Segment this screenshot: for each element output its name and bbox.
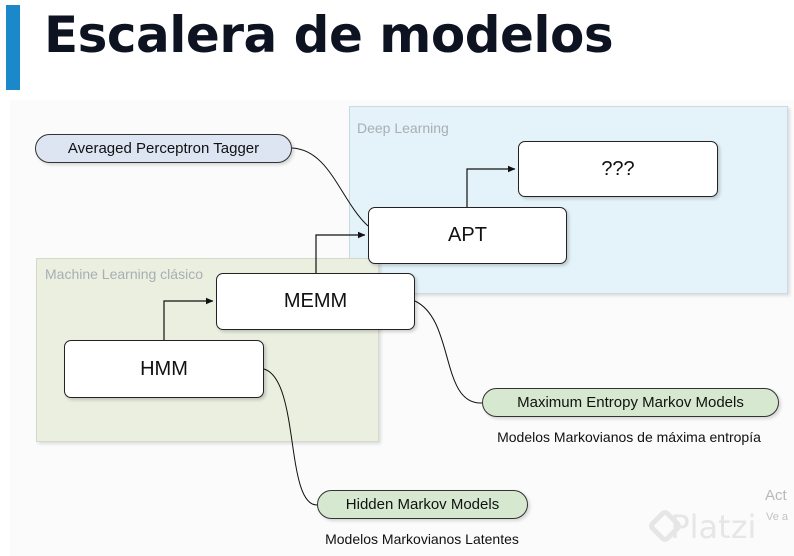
unknown-model-node: ??? xyxy=(518,141,718,197)
hmm-caption: Modelos Markovianos Latentes xyxy=(325,531,519,547)
title-accent-bar xyxy=(6,5,20,90)
hmm-node: HMM xyxy=(64,340,264,398)
hmm-annotation-pill: Hidden Markov Models xyxy=(317,490,528,519)
memm-annotation-pill: Maximum Entropy Markov Models xyxy=(482,388,779,417)
classic-ml-label: Machine Learning clásico xyxy=(45,266,203,282)
slide-title: Escalera de modelos xyxy=(44,6,614,64)
memm-node: MEMM xyxy=(216,273,415,330)
apt-annotation-pill: Averaged Perceptron Tagger xyxy=(35,134,292,163)
activation-notice-subtext: Ve a xyxy=(766,511,789,523)
memm-caption: Modelos Markovianos de máxima entropía xyxy=(497,429,761,445)
platzi-watermark: Platzi xyxy=(650,508,756,546)
apt-node: APT xyxy=(368,207,567,264)
watermark-text: Platzi xyxy=(670,508,757,546)
deep-learning-label: Deep Learning xyxy=(357,120,449,136)
activation-notice: Act xyxy=(765,487,787,504)
